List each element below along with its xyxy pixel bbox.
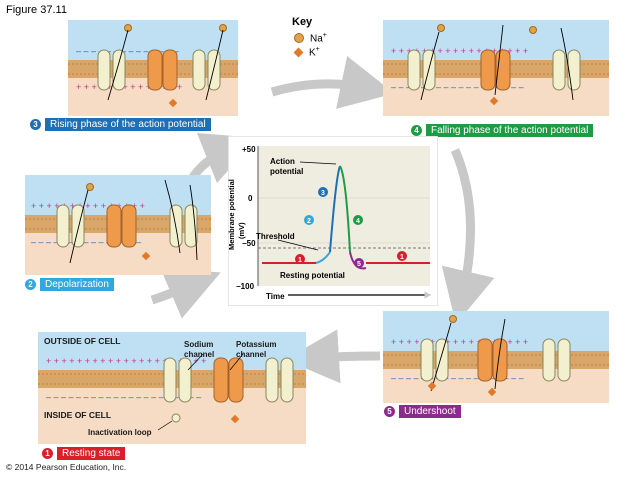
stage-1-label: 1 Resting state bbox=[42, 446, 126, 460]
stage-2-text: Depolarization bbox=[40, 277, 114, 291]
potassium-channel-closed bbox=[147, 49, 178, 91]
sodium-channel-open-2 bbox=[192, 49, 221, 91]
action-potential-label-2: potential bbox=[270, 167, 303, 176]
key-k: K+ bbox=[293, 45, 327, 59]
stage-2-number: 2 bbox=[25, 278, 36, 290]
svg-text:1: 1 bbox=[400, 254, 404, 261]
graph-marker-1: 1 bbox=[295, 254, 305, 264]
sodium-channel-label-2: channel bbox=[184, 350, 215, 359]
svg-text:2: 2 bbox=[307, 218, 311, 225]
graph-marker-3: 3 bbox=[318, 187, 328, 197]
y-tick-minus-100: −100 bbox=[236, 282, 255, 291]
svg-text:3: 3 bbox=[321, 190, 325, 197]
y-axis-label-1: Membrane potential bbox=[228, 179, 236, 250]
svg-text:+ + + + + + + + + + + + + + +: + + + + + + + + + + + + + + + + + + + + … bbox=[46, 356, 206, 366]
panel-depolarization: + + + + + + + + + + + + + + + – – – – – … bbox=[25, 175, 211, 275]
action-potential-label-1: Action bbox=[270, 157, 295, 166]
potassium-channel-label-1: Potassium bbox=[236, 340, 277, 349]
potassium-channel-label: Potassium channel bbox=[236, 340, 276, 360]
svg-text:– – – – – – – – – – – – – – –: – – – – – – – – – – – – – – – bbox=[31, 237, 141, 247]
y-axis-label-2: (mV) bbox=[237, 222, 246, 239]
copyright: © 2014 Pearson Education, Inc. bbox=[6, 462, 127, 472]
svg-text:– – – – – – – – – – – – – – –: – – – – – – – – – – – – – – – – – – bbox=[391, 373, 524, 383]
graph-marker-1b: 1 bbox=[397, 251, 407, 261]
cycle-arrow-4-to-5 bbox=[441, 148, 495, 325]
stage-4-number: 4 bbox=[411, 124, 422, 136]
svg-text:1: 1 bbox=[298, 257, 302, 264]
svg-text:+ + + + + + + + + + + + + + +: + + + + + + + + + + + + + + + + + + bbox=[391, 46, 528, 56]
svg-text:– – – – – – – – – – – – – – –: – – – – – – – – – – – – – – – – – – – – … bbox=[46, 392, 201, 402]
stage-1-text: Resting state bbox=[57, 446, 126, 460]
key-na-charge: + bbox=[322, 31, 327, 39]
sodium-ion-icon bbox=[294, 33, 304, 43]
panel-undershoot: + + + + + + + + + + + + + + + + + + – – … bbox=[383, 311, 609, 403]
stage-5-label: 5 Undershoot bbox=[384, 404, 461, 418]
stage-5-text: Undershoot bbox=[399, 404, 461, 418]
panel-resting: + + + + + + + + + + + + + + + + + + + + … bbox=[38, 332, 306, 444]
panel-falling: + + + + + + + + + + + + + + + + + + – – … bbox=[383, 20, 609, 116]
key-na: Na+ bbox=[294, 31, 327, 45]
svg-text:+ + + + + + + + + + + + + + +: + + + + + + + + + + + + + + + bbox=[31, 201, 145, 211]
key: Key Na+ K+ bbox=[292, 16, 327, 59]
stage-3-text: Rising phase of the action potential bbox=[45, 117, 211, 131]
stage-1-number: 1 bbox=[42, 447, 53, 459]
inactivation-loop-label: Inactivation loop bbox=[88, 428, 152, 437]
stage-3-number: 3 bbox=[30, 118, 41, 130]
stage-3-label: 3 Rising phase of the action potential bbox=[30, 117, 211, 131]
svg-text:4: 4 bbox=[356, 218, 360, 225]
x-axis-label: Time bbox=[266, 292, 285, 301]
svg-text:+ + + + + + + + + + + + + +: + + + + + + + + + + + + + + bbox=[76, 82, 182, 92]
stage-5-number: 5 bbox=[384, 405, 395, 417]
sodium-channel-open bbox=[97, 49, 126, 91]
svg-text:+ + + + + + + + + + + + + + +: + + + + + + + + + + + + + + + + + + bbox=[391, 337, 528, 347]
y-tick-0: 0 bbox=[248, 194, 253, 203]
panel-rising: – – – – – – – – – – – – – – + + + + + + … bbox=[68, 20, 238, 116]
graph-marker-2: 2 bbox=[304, 215, 314, 225]
y-tick-plus-50: +50 bbox=[242, 145, 256, 154]
graph-marker-5: 5 bbox=[354, 258, 364, 268]
figure-title: Figure 37.11 bbox=[6, 4, 67, 16]
outside-of-cell-label: OUTSIDE OF CELL bbox=[44, 336, 121, 346]
svg-text:– – – – – – – – – – – – – – –: – – – – – – – – – – – – – – – – – – bbox=[391, 82, 524, 92]
graph-marker-4: 4 bbox=[353, 215, 363, 225]
sodium-channel-label: Sodium channel bbox=[184, 340, 214, 360]
svg-text:5: 5 bbox=[357, 261, 361, 268]
stage-4-text: Falling phase of the action potential bbox=[426, 123, 594, 137]
key-na-label: Na bbox=[310, 33, 323, 45]
threshold-label: Threshold bbox=[256, 232, 295, 241]
y-tick-minus-50: −50 bbox=[242, 239, 256, 248]
potassium-channel-label-2: channel bbox=[236, 350, 267, 359]
cycle-arrow-1-to-2 bbox=[150, 268, 221, 319]
resting-potential-label: Resting potential bbox=[280, 271, 345, 280]
key-k-label: K bbox=[309, 47, 316, 59]
stage-2-label: 2 Depolarization bbox=[25, 277, 114, 291]
key-k-charge: + bbox=[315, 45, 320, 53]
sodium-channel-label-1: Sodium bbox=[184, 340, 214, 349]
cycle-arrow-5-to-1 bbox=[285, 329, 381, 384]
cycle-arrow-3-to-4 bbox=[270, 56, 395, 109]
key-title: Key bbox=[292, 16, 313, 28]
stage-4-label: 4 Falling phase of the action potential bbox=[411, 123, 594, 137]
svg-text:– – – – – – – – – – – – – –: – – – – – – – – – – – – – – bbox=[76, 46, 179, 56]
action-potential-graph: Membrane potential (mV) +50 0 −50 −100 T… bbox=[228, 136, 438, 306]
inside-of-cell-label: INSIDE OF CELL bbox=[44, 410, 112, 420]
